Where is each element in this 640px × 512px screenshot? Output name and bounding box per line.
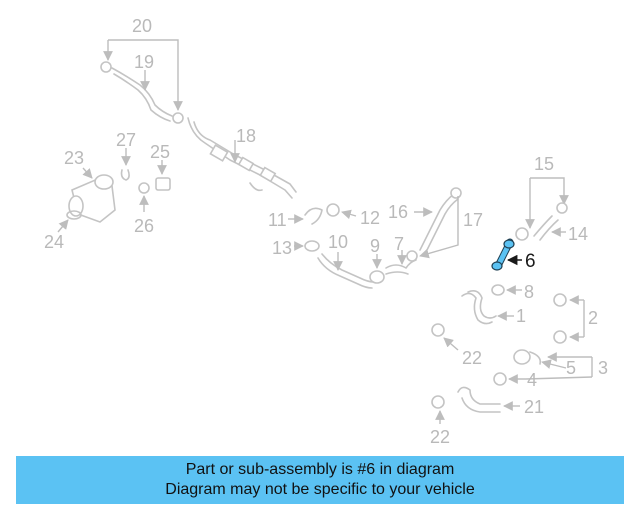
part-1-hose: [461, 290, 514, 325]
banner-line-2: Diagram may not be specific to your vehi…: [165, 481, 475, 498]
callout-14: 14: [568, 224, 588, 244]
callout-11: 11: [268, 210, 287, 230]
part-24-gasket: [57, 210, 82, 233]
callout-23: 23: [64, 148, 84, 168]
callout-26: 26: [134, 216, 154, 236]
part-27-clip: [120, 148, 131, 181]
callout-8: 8: [524, 282, 534, 302]
part-4-seal: [493, 372, 593, 386]
part-16-hose: [414, 193, 459, 253]
part-6-highlighted[interactable]: [491, 238, 522, 271]
callout-19: 19: [134, 52, 154, 72]
part-5-clip: [541, 359, 567, 369]
part-13-clamp: [294, 240, 320, 252]
part-18-coolant-pipe: [187, 117, 297, 199]
callout-24: 24: [44, 232, 64, 252]
callout-7: 7: [394, 234, 404, 254]
part-15-clamps: [515, 177, 569, 241]
callout-6: 6: [525, 251, 536, 272]
callout-3: 3: [598, 358, 608, 378]
callout-18: 18: [236, 126, 256, 146]
callout-5: 5: [566, 358, 576, 378]
part-10-hose: [317, 252, 375, 289]
callout-16: 16: [388, 202, 408, 222]
callout-2: 2: [588, 308, 598, 328]
part-9-clamp: [369, 254, 385, 284]
callout-1: 1: [516, 306, 526, 326]
callout-10: 10: [328, 232, 348, 252]
part-26-washer: [138, 182, 150, 212]
callout-12: 12: [360, 208, 380, 228]
banner-line-1: Part or sub-assembly is #6 in diagram: [185, 461, 455, 478]
info-banner: Part or sub-assembly is #6 in diagram Di…: [16, 456, 624, 504]
part-17-clamps: [406, 187, 462, 262]
callout-17: 17: [463, 210, 483, 230]
part-2-clamps: [553, 293, 585, 344]
callout-9: 9: [370, 236, 380, 256]
callout-27: 27: [116, 130, 136, 150]
part-19-hose: [111, 67, 173, 122]
callout-20: 20: [132, 16, 152, 36]
part-23-thermostat-housing: [68, 167, 116, 223]
callout-21: 21: [524, 397, 544, 417]
part-11-hose: [288, 207, 323, 225]
part-21-hose: [457, 386, 520, 413]
part-3-assembly: [513, 349, 593, 377]
part-7-hose: [385, 250, 417, 275]
part-12-clamp: [326, 203, 357, 220]
part-20-clamps: [100, 39, 184, 124]
callout-22-upper: 22: [462, 348, 482, 368]
callout-22-lower: 22: [430, 427, 450, 447]
part-22-clamp-lower: [431, 395, 445, 424]
part-25-sensor: [155, 160, 171, 191]
part-22-clamp-upper: [431, 323, 459, 351]
part-8-clamp: [491, 284, 522, 296]
callout-25: 25: [150, 142, 170, 162]
callout-13: 13: [272, 238, 292, 258]
callout-4: 4: [527, 370, 537, 390]
callout-15: 15: [534, 154, 554, 174]
part-14-hose: [533, 215, 566, 241]
